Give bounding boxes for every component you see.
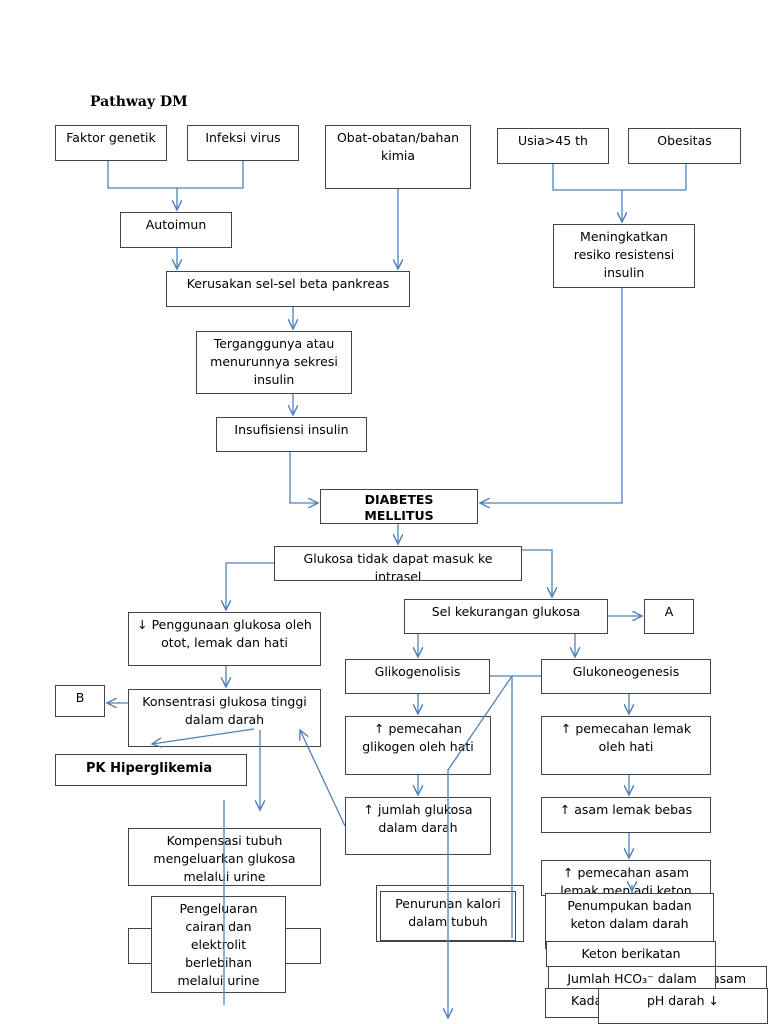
- node-autoimun: Autoimun: [120, 212, 232, 248]
- node-pk-hiperglikemia: PK Hiperglikemia: [55, 754, 247, 786]
- node-sel-kekurangan: Sel kekurangan glukosa: [404, 599, 608, 634]
- node-obat: Obat-obatan/bahan kimia: [325, 125, 471, 189]
- node-a-connector: A: [644, 599, 694, 634]
- diagram-title: Pathway DM: [90, 94, 188, 110]
- node-glukosa-tidak: Glukosa tidak dapat masuk ke intrasel: [274, 546, 522, 581]
- node-penggunaan: ↓ Penggunaan glukosa oleh otot, lemak da…: [128, 612, 321, 666]
- node-infeksi-virus: Infeksi virus: [187, 125, 299, 161]
- node-pemecahan-lemak: ↑ pemecahan lemak oleh hati: [541, 716, 711, 775]
- node-kompensasi: Kompensasi tubuh mengeluarkan glukosa me…: [128, 828, 321, 886]
- node-jumlah-glukosa: ↑ jumlah glukosa dalam darah: [345, 797, 491, 855]
- node-insufisiensi: Insufisiensi insulin: [216, 417, 367, 452]
- node-glikogenolisis: Glikogenolisis: [345, 659, 490, 694]
- node-penurunan-kalori: Penurunan kalori dalam tubuh: [380, 891, 516, 941]
- node-terganggu: Terganggunya atau menurunnya sekresi ins…: [196, 331, 352, 394]
- node-obesitas: Obesitas: [628, 128, 741, 164]
- node-diabetes-mellitus: DIABETES MELLITUS: [320, 489, 478, 524]
- node-pemecahan-asam: ↑ pemecahan asam lemak menjadi keton: [541, 860, 711, 896]
- node-pengeluaran: Pengeluaran cairan dan elektrolit berleb…: [151, 896, 286, 993]
- node-faktor-genetik: Faktor genetik: [55, 125, 167, 161]
- node-keton-berikatan: Keton berikatan: [546, 941, 716, 967]
- node-resiko: Meningkatkan resiko resistensi insulin: [553, 224, 695, 288]
- node-konsentrasi: Konsentrasi glukosa tinggi dalam darah: [128, 689, 321, 747]
- node-asam-lemak: ↑ asam lemak bebas: [541, 797, 711, 833]
- node-usia: Usia>45 th: [497, 128, 609, 164]
- node-kerusakan: Kerusakan sel-sel beta pankreas: [166, 271, 410, 307]
- node-glukoneogenesis: Glukoneogenesis: [541, 659, 711, 694]
- node-jumlah-hco3: Jumlah HCO₃⁻ dalam: [548, 966, 716, 992]
- node-kadar: Kada: [545, 988, 605, 1018]
- node-pemecahan-glikogen: ↑ pemecahan glikogen oleh hati: [345, 716, 491, 775]
- node-ph-darah: pH darah ↓: [598, 988, 768, 1024]
- node-b-connector: B: [55, 685, 105, 717]
